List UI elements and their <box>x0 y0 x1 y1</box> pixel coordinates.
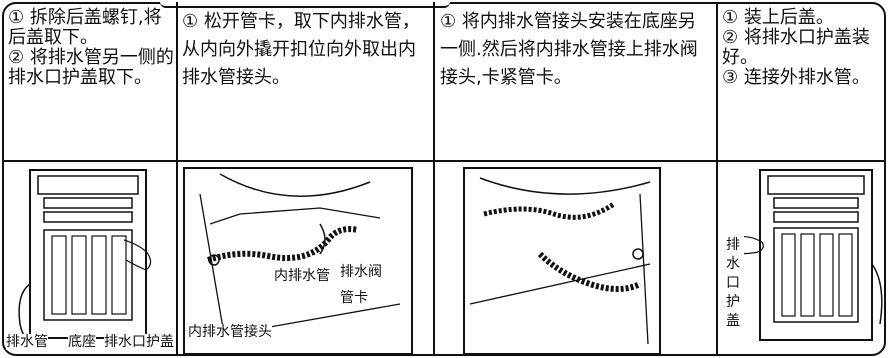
step-1-install-connector: ① 将内排水管接头安装在底座另一侧.然后将内排水管接上排水阀接头,卡紧管卡。 <box>440 11 698 88</box>
divider <box>716 2 718 356</box>
row-divider <box>2 160 886 162</box>
illustration-1-washer-back: 排水管 底座 排水口护盖 <box>4 164 176 354</box>
washer-back-installed-drawing <box>725 169 883 341</box>
frame-tab <box>160 0 450 8</box>
label-drain-valve: 排水阀 <box>340 264 382 280</box>
step-text-col3: ① 将内排水管接头安装在底座另一侧.然后将内排水管接上排水阀接头,卡紧管卡。 <box>440 8 712 92</box>
divider <box>433 2 435 356</box>
installed-connector-drawing <box>463 167 661 354</box>
label-clamp: 管卡 <box>340 290 368 306</box>
step-3-connect-drain: ③ 连接外排水管。 <box>722 67 870 88</box>
illustration-3-installed-connector <box>460 164 670 354</box>
step-1-install-cover: ① 装上后盖。 <box>722 7 834 28</box>
illustration-2-inner-hose: 内排水管 排水阀 管卡 内排水管接头 <box>180 164 433 354</box>
step-text-col2: ① 松开管卡，取下内排水管，从内向外撬开扣位向外取出内排水管接头。 <box>182 8 430 92</box>
divider <box>176 2 178 356</box>
step-2-remove-outlet-cover: ② 将排水管另一侧的排水口护盖取下。 <box>8 47 174 88</box>
label-outlet-cover-vertical: 排水口护盖 <box>726 236 744 331</box>
step-2-install-outlet-cover: ② 将排水口护盖装好。 <box>722 27 870 68</box>
label-base: 底座 <box>68 334 96 350</box>
washer-back-drawing <box>18 169 152 350</box>
step-text-col1: ① 拆除后盖螺钉,将后盖取下。 ② 将排水管另一侧的排水口护盖取下。 <box>8 8 174 88</box>
illustration-4-washer-back-installed: 排水口护盖 <box>720 164 886 354</box>
label-inner-hose-connector: 内排水管接头 <box>188 324 272 340</box>
label-outlet-cover: 排水口护盖 <box>104 334 174 350</box>
step-1-remove-cover: ① 拆除后盖螺钉,将后盖取下。 <box>8 7 162 48</box>
step-text-col4: ① 装上后盖。 ② 将排水口护盖装好。 ③ 连接外排水管。 <box>722 8 886 88</box>
label-inner-drain-hose: 内排水管 <box>274 268 330 284</box>
step-1-loosen-clamp: ① 松开管卡，取下内排水管，从内向外撬开扣位向外取出内排水管接头。 <box>182 11 420 88</box>
label-drain-hose: 排水管 <box>6 334 48 350</box>
